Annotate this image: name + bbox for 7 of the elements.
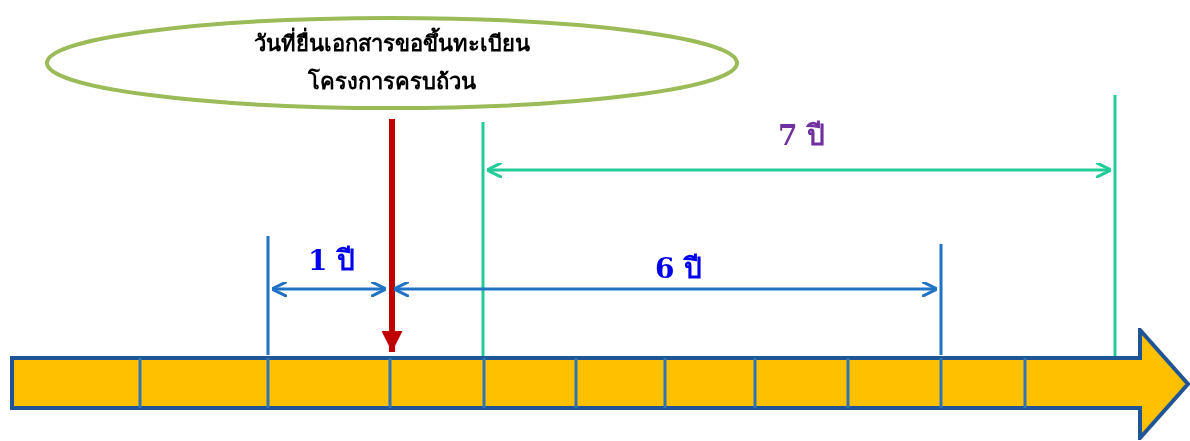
duration-label: 6 ปี (655, 251, 703, 287)
oval-shape (44, 15, 740, 111)
duration-label: 1 ปี (308, 243, 356, 279)
node-text: วันที่ยื่นเอกสารขอขึ้นทะเบียนโครงการครบถ้วน (232, 25, 552, 101)
timeline-arrow (10, 328, 1190, 440)
duration-label: 7 ปี (778, 118, 826, 154)
arrow (381, 119, 403, 352)
